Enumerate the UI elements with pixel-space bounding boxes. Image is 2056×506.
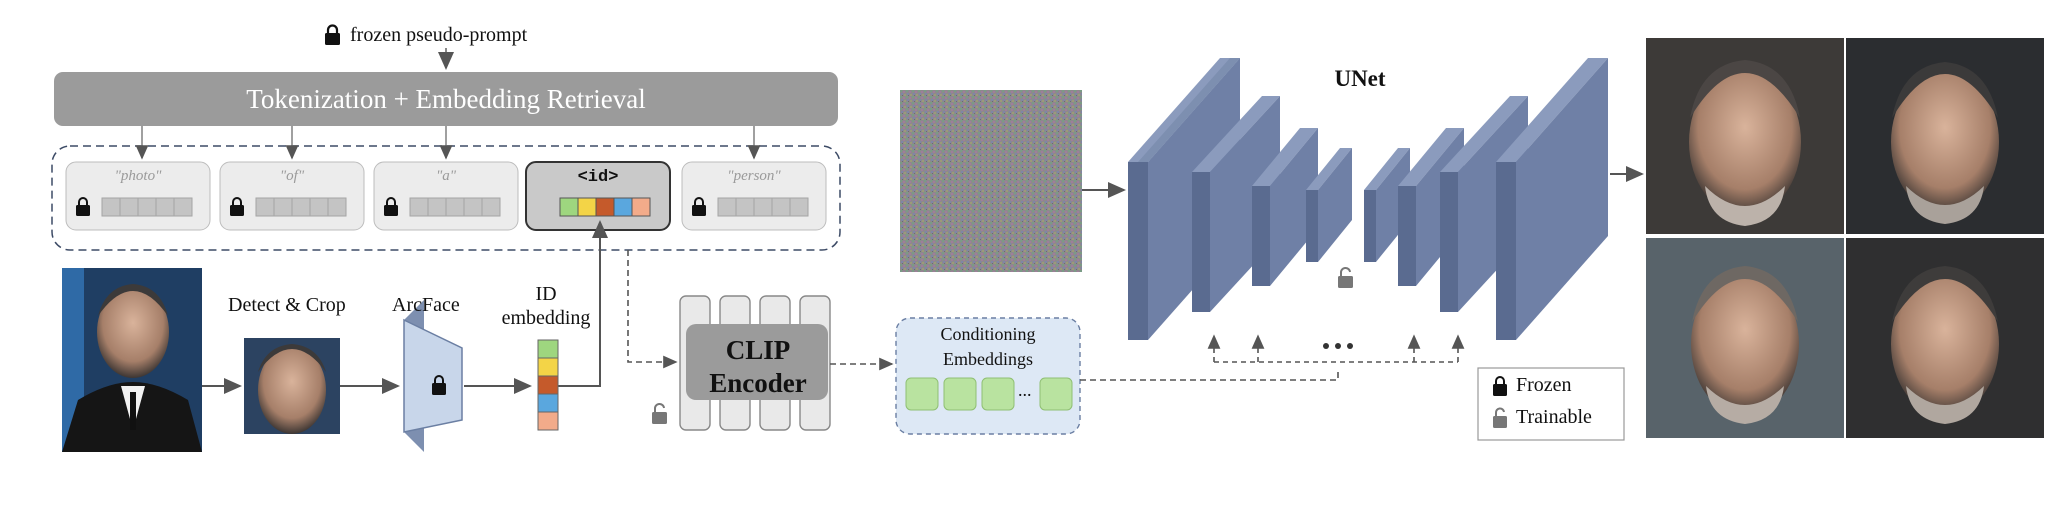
top-lock-icon	[325, 24, 340, 45]
unlock-icon	[652, 402, 667, 424]
id-embedding-cell	[595, 197, 615, 217]
tokens-to-clip-arrow	[627, 250, 678, 369]
source-face-image	[62, 268, 202, 452]
tokenization-bar	[54, 72, 838, 126]
conditioning-label: Conditioning Embeddings	[940, 324, 1036, 369]
output-image-grid	[1646, 38, 2044, 438]
token-word-a: "a"	[435, 168, 457, 184]
arcface-label: ArcFace	[392, 294, 460, 316]
id-embedding-cell	[631, 197, 651, 217]
conditioning-ellipsis: ...	[1018, 380, 1032, 400]
cond-to-unet-arrow	[1080, 368, 1339, 381]
id-embedding-cell	[613, 197, 633, 217]
unet-dots	[1323, 343, 1353, 349]
unet-label: UNet	[1334, 66, 1386, 91]
id-embedding-cell	[537, 375, 559, 395]
id-path-arrows	[202, 220, 608, 394]
cropped-face-image	[244, 338, 340, 434]
token-word-id: <id>	[577, 168, 619, 187]
legend-box	[1477, 367, 1625, 441]
noise-image	[900, 90, 1082, 272]
conditioning-box	[895, 317, 1081, 435]
legend-frozen-text: Frozen	[1516, 374, 1572, 396]
id-embedding-cell	[577, 197, 597, 217]
id-embedding-cell	[537, 357, 559, 377]
legend-unlock-icon	[1493, 407, 1507, 428]
clip-encoder-label: CLIP Encoder	[709, 335, 807, 398]
id-embedding-strip	[559, 197, 651, 217]
arcface-block	[403, 300, 463, 452]
top-label: frozen pseudo-prompt	[350, 24, 528, 46]
id-embedding-cell	[559, 197, 579, 217]
token-word-of: "of"	[279, 168, 305, 184]
token-word-photo: "photo"	[114, 168, 162, 184]
legend-trainable: Trainable	[1492, 406, 1592, 429]
legend-frozen: Frozen	[1492, 374, 1572, 397]
legend-trainable-text: Trainable	[1516, 406, 1592, 428]
token-word-person: "person"	[727, 168, 781, 184]
lock-icon	[76, 197, 706, 216]
id-embedding-vertical	[537, 339, 559, 431]
unet-block	[1128, 58, 1608, 340]
token-group-box	[51, 145, 841, 251]
id-embedding-label: ID embedding	[501, 283, 591, 329]
id-embedding-cell	[537, 339, 559, 359]
detect-crop-label: Detect & Crop	[228, 294, 346, 316]
clip-encoder	[679, 295, 831, 431]
tokenization-bar-label: Tokenization + Embedding Retrieval	[246, 83, 646, 114]
id-embedding-cell	[537, 411, 559, 431]
unet-cond-arrows	[1207, 334, 1465, 363]
frozen-embedding-strips	[101, 197, 809, 217]
conditioning-tokens	[905, 377, 1073, 411]
id-embedding-cell	[537, 393, 559, 413]
unet-unlock-icon	[1338, 266, 1353, 288]
token-arrows	[135, 126, 761, 160]
legend-lock-icon	[1493, 375, 1507, 396]
